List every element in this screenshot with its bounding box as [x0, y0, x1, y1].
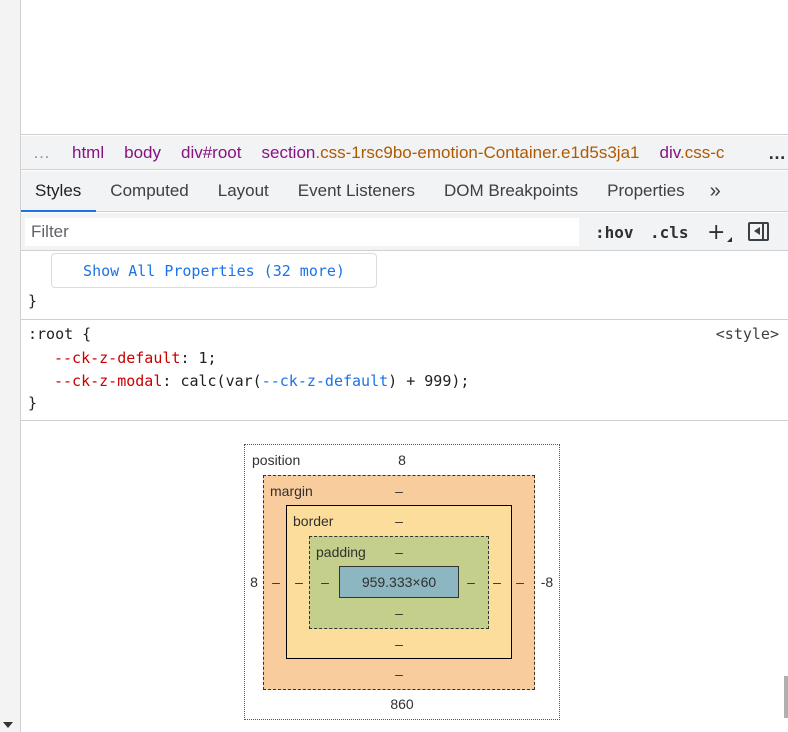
caret-down-icon[interactable]	[3, 722, 13, 728]
margin-left-value[interactable]: –	[272, 574, 280, 590]
border-left-value[interactable]: –	[295, 574, 303, 590]
property-value-prefix[interactable]: calc(var(	[180, 372, 262, 390]
property-name[interactable]: --ck-z-default	[54, 349, 181, 367]
breadcrumb-div-tag: div	[659, 142, 680, 162]
declaration-ck-z-modal[interactable]: --ck-z-modal: calc(var(--ck-z-default) +…	[54, 372, 470, 390]
breadcrumb-section-tag: section	[261, 142, 316, 162]
property-value[interactable]: 1	[198, 349, 208, 367]
cls-button[interactable]: .cls	[650, 222, 689, 242]
breadcrumb-item-root[interactable]: div#root	[181, 142, 242, 162]
breadcrumb-item-section[interactable]: section.css-1rsc9bo-emotion-Container.e1…	[251, 143, 649, 163]
margin-top-value[interactable]: –	[395, 483, 403, 499]
root-selector[interactable]: :root {	[28, 325, 92, 343]
position-label: position	[252, 452, 301, 468]
rule-close-brace: }	[28, 292, 38, 310]
border-right-value[interactable]: –	[493, 574, 501, 590]
rule-divider	[21, 319, 788, 320]
position-left-value[interactable]: 8	[250, 574, 258, 590]
show-all-properties-button[interactable]: Show All Properties (32 more)	[51, 253, 377, 288]
filter-input[interactable]	[25, 218, 579, 246]
breadcrumb-item-html[interactable]: html	[72, 142, 105, 162]
left-gutter	[0, 0, 21, 732]
breadcrumb-more-right[interactable]: …	[766, 136, 788, 169]
margin-label: margin	[270, 483, 313, 499]
tab-computed[interactable]: Computed	[110, 181, 189, 200]
new-style-rule-button[interactable]: +	[707, 219, 726, 245]
tab-event-listeners[interactable]: Event Listeners	[297, 181, 415, 200]
position-bottom-value[interactable]: 860	[390, 696, 414, 712]
border-label: border	[293, 513, 334, 529]
breadcrumb-item-div[interactable]: div.css-c	[649, 143, 734, 163]
scrollbar-thumb[interactable]	[784, 676, 788, 718]
padding-top-value[interactable]: –	[395, 544, 403, 560]
breadcrumb-section-class: .css-1rsc9bo-emotion-Container.e1d5s3ja1	[315, 142, 640, 162]
new-rule-dropdown-icon[interactable]	[727, 237, 732, 242]
rule-divider	[21, 420, 788, 421]
tab-layout[interactable]: Layout	[217, 181, 269, 200]
box-model-content[interactable]: 959.333×60	[339, 566, 459, 598]
padding-left-value[interactable]: –	[321, 574, 329, 590]
tab-properties[interactable]: Properties	[607, 181, 685, 200]
tab-dom-breakpoints[interactable]: DOM Breakpoints	[443, 181, 579, 200]
declaration-ck-z-default[interactable]: --ck-z-default: 1;	[54, 349, 217, 367]
breadcrumb: … html body div#root section.css-1rsc9bo…	[21, 136, 788, 170]
rule-close-brace: }	[28, 394, 38, 412]
padding-bottom-value[interactable]: –	[395, 605, 403, 621]
padding-label: padding	[316, 544, 366, 560]
toggle-sidebar-icon[interactable]	[748, 222, 769, 241]
property-value-suffix[interactable]: ) + 999)	[388, 372, 461, 390]
breadcrumb-more-left[interactable]: …	[33, 142, 52, 162]
page-viewport	[21, 0, 788, 135]
border-bottom-value[interactable]: –	[395, 636, 403, 652]
sidebar-tabs: Styles Computed Layout Event Listeners D…	[21, 171, 788, 212]
breadcrumb-div-class: .css-c	[679, 142, 725, 162]
margin-bottom-value[interactable]: –	[395, 666, 403, 682]
hov-button[interactable]: :hov	[595, 222, 634, 242]
style-source-link[interactable]: <style>	[715, 325, 779, 343]
filter-bar: :hov .cls +	[21, 213, 788, 251]
padding-right-value[interactable]: –	[467, 574, 475, 590]
margin-right-value[interactable]: –	[516, 574, 524, 590]
css-variable-link[interactable]: --ck-z-default	[261, 372, 389, 390]
position-top-value[interactable]: 8	[398, 452, 406, 468]
tabs-overflow-icon[interactable]: »	[709, 179, 721, 202]
styles-pane: Show All Properties (32 more) } :root { …	[21, 252, 788, 732]
property-name[interactable]: --ck-z-modal	[54, 372, 163, 390]
border-top-value[interactable]: –	[395, 513, 403, 529]
position-right-value[interactable]: -8	[540, 574, 554, 590]
breadcrumb-item-body[interactable]: body	[124, 142, 161, 162]
tab-styles[interactable]: Styles	[21, 171, 97, 212]
